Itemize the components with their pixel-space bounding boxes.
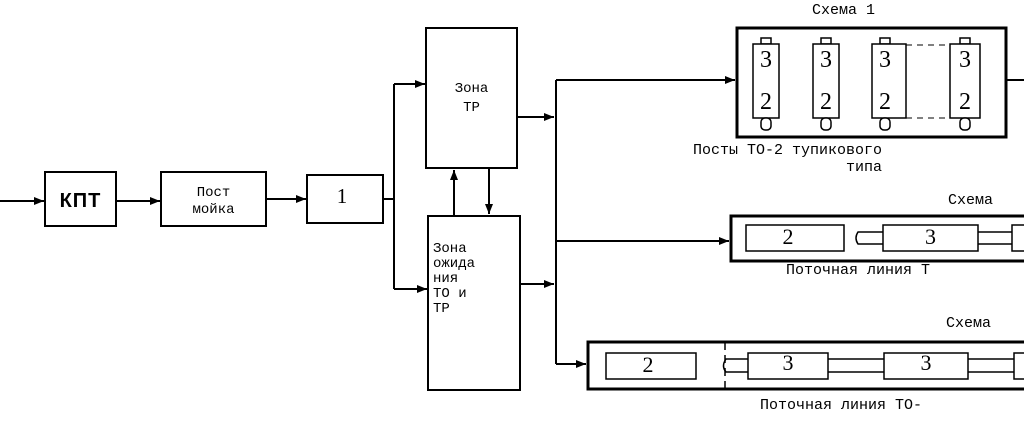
scheme2-cell-next [1011, 224, 1024, 252]
scheme3-title: Схема [946, 315, 992, 332]
scheme2-caption: Поточная линия Т [786, 262, 931, 279]
scheme2-cell-3-label: 3 [925, 224, 936, 249]
zone-tr-label-line2: ТР [463, 100, 480, 116]
scheme2-cell-2-label: 2 [782, 224, 794, 249]
block-1 [306, 174, 384, 224]
post1-bottom: 2 [760, 89, 772, 115]
post2-top: 3 [820, 47, 832, 73]
scheme3-cell-3b-label: 3 [920, 350, 932, 375]
wash-post-label-line1: Пост [196, 185, 231, 201]
scheme1-caption-line1: Посты ТО-2 тупикового [693, 142, 883, 159]
scheme2-cell-2 [745, 224, 845, 252]
zone-wait-block [427, 215, 521, 391]
post2-bottom: 2 [820, 89, 832, 115]
post4-bottom: 2 [959, 89, 971, 115]
scheme1-vehicles [752, 37, 981, 131]
zone-wait-line: ТР [433, 301, 450, 317]
scheme3-caption: Поточная линия ТО- [760, 397, 923, 414]
zone-wait-line: ожида [433, 256, 476, 272]
scheme2-hood [855, 231, 867, 245]
scheme2-title: Схема [948, 192, 994, 209]
post1-top: 3 [760, 47, 772, 73]
zone-tr-block [425, 27, 518, 169]
zone-wait-label: Зона ожида ния ТО и ТР [433, 242, 475, 317]
scheme3-cell-2-label: 2 [642, 352, 654, 377]
kpt-block [44, 171, 117, 227]
post3-bottom: 2 [879, 89, 891, 115]
block-1-label: 1 [336, 184, 348, 208]
zone-tr-label-line1: Зона [454, 81, 489, 97]
scheme3-cell-2 [605, 352, 697, 380]
scheme2-cell-3 [882, 224, 979, 252]
scheme3-cell-next [1013, 352, 1024, 380]
scheme3-cell-3a-label: 3 [782, 350, 794, 375]
wash-post-label-line2: мойка [192, 202, 235, 218]
kpt-label: КПТ [59, 190, 102, 212]
scheme1-title: Схема 1 [812, 2, 876, 19]
post4-top: 3 [959, 47, 971, 73]
scheme3-cell-3b [883, 352, 969, 380]
zone-wait-line: ТО и [433, 286, 467, 302]
zone-wait-line: Зона [433, 241, 467, 257]
post3-top: 3 [879, 47, 891, 73]
scheme3-hood [722, 358, 738, 373]
scheme1-caption-line2: типа [846, 159, 883, 176]
scheme3-cell-3a [747, 352, 829, 380]
zone-wait-line: ния [433, 271, 459, 287]
